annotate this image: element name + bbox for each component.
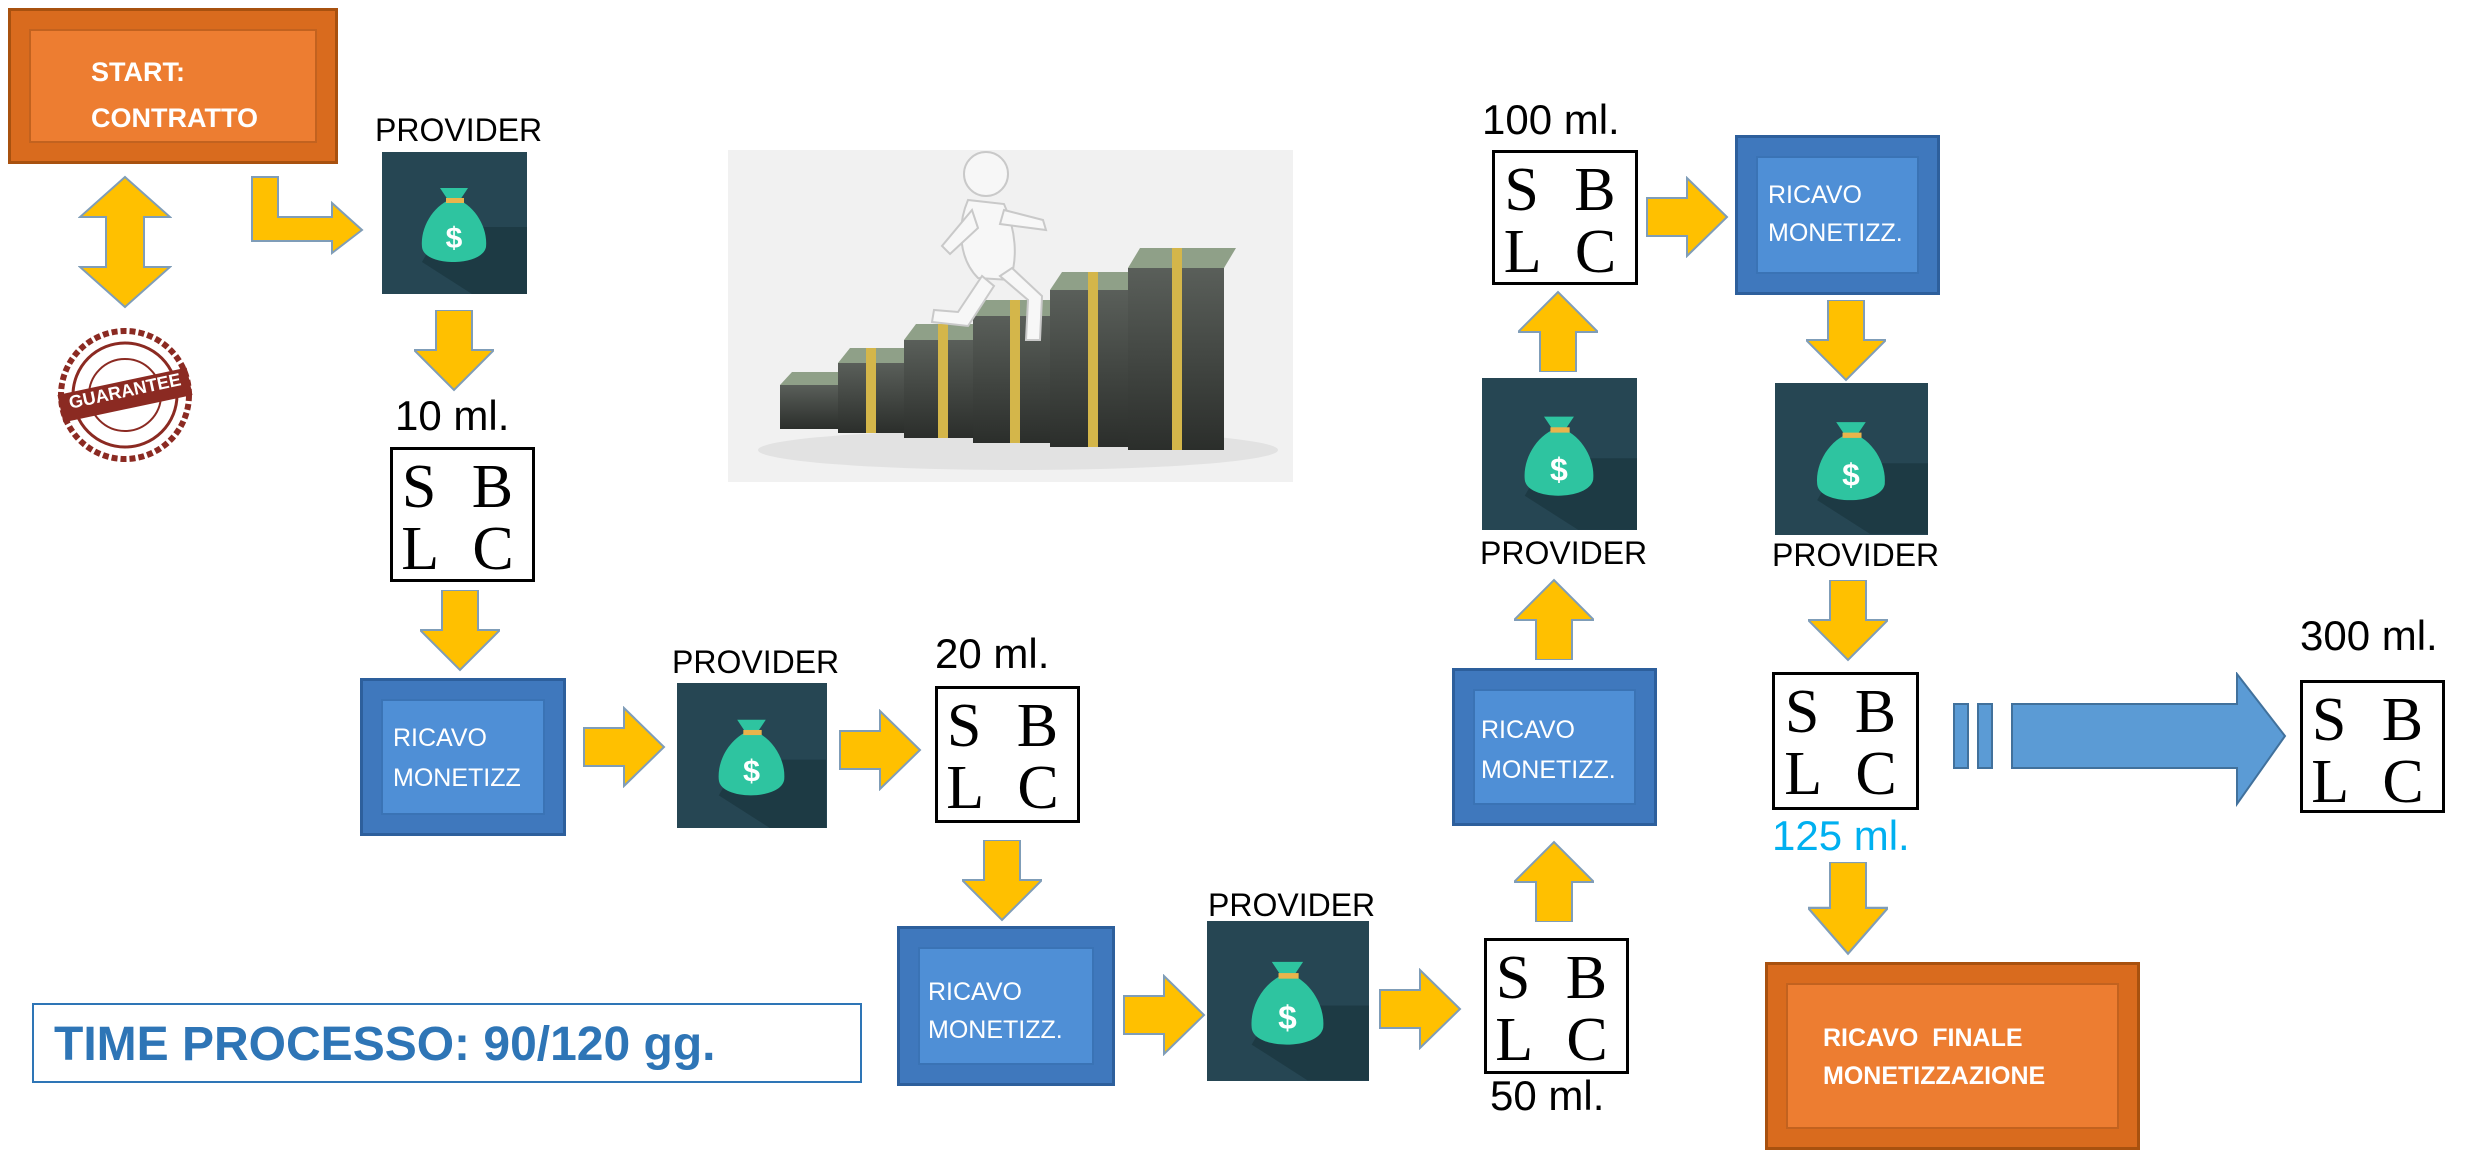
- sblc-line2: L C: [946, 754, 1069, 822]
- down-arrow-icon: [962, 840, 1042, 921]
- right-arrow-icon: [839, 709, 922, 791]
- amount-50-label: 50 ml.: [1490, 1072, 1605, 1119]
- sblc-line1: S B: [1784, 678, 1907, 746]
- sblc-line2: L C: [1784, 740, 1907, 808]
- striped-right-arrow-icon: [1953, 672, 2287, 808]
- time-process-box: TIME PROCESSO: 90/120 gg.: [32, 1003, 862, 1083]
- sblc-line2: L C: [1503, 218, 1627, 286]
- ricavo-4-line2: MONETIZZ.: [1768, 219, 1903, 247]
- right-arrow-icon: [583, 706, 666, 788]
- ricavo-monetizz-box-3: RICAVO MONETIZZ.: [1452, 668, 1657, 826]
- up-arrow-icon: [1514, 841, 1594, 922]
- ricavo-1-line1: RICAVO: [393, 724, 487, 752]
- guarantee-seal-icon: GUARANTEE: [55, 325, 195, 465]
- sblc-box-50: S B L C: [1484, 938, 1629, 1074]
- down-arrow-icon: [414, 310, 494, 391]
- svg-text:$: $: [1550, 452, 1568, 488]
- amount-300-label: 300 ml.: [2300, 612, 2438, 659]
- up-arrow-icon: [1518, 291, 1598, 372]
- money-stairs-image: [728, 150, 1293, 482]
- svg-text:$: $: [1842, 456, 1860, 492]
- provider-money-bag-icon: $: [1775, 383, 1928, 535]
- down-arrow-icon: [1808, 580, 1888, 661]
- sblc-line1: S B: [946, 692, 1069, 760]
- provider-money-bag-icon: $: [1482, 378, 1637, 530]
- sblc-line1: S B: [1495, 944, 1618, 1012]
- provider-money-bag-icon: $: [382, 152, 527, 294]
- ricavo-monetizz-box-1: RICAVO MONETIZZ: [360, 678, 566, 836]
- down-arrow-icon: [1806, 300, 1886, 381]
- right-arrow-icon: [1646, 176, 1729, 258]
- amount-10-label: 10 ml.: [395, 392, 510, 439]
- ricavo-3-line1: RICAVO: [1481, 716, 1575, 744]
- sblc-box-300: S B L C: [2300, 680, 2445, 813]
- provider-label-4: PROVIDER: [1480, 535, 1648, 571]
- amount-100-label: 100 ml.: [1482, 96, 1620, 143]
- start-box-line2: CONTRATTO: [91, 103, 258, 133]
- provider-label-2: PROVIDER: [672, 644, 840, 680]
- ricavo-1-line2: MONETIZZ: [393, 764, 521, 792]
- provider-money-bag-icon: $: [1207, 921, 1369, 1081]
- ricavo-3-line2: MONETIZZ.: [1481, 756, 1616, 784]
- svg-text:$: $: [743, 754, 760, 788]
- provider-label-5: PROVIDER: [1772, 537, 1940, 573]
- sblc-line1: S B: [2311, 686, 2434, 754]
- final-monetization-box: RICAVO FINALE MONETIZZAZIONE: [1765, 962, 2140, 1150]
- amount-20-label: 20 ml.: [935, 630, 1050, 677]
- provider-label-3: PROVIDER: [1208, 887, 1376, 923]
- svg-text:$: $: [1278, 1000, 1297, 1037]
- right-arrow-icon: [1379, 968, 1462, 1050]
- ricavo-monetizz-box-4: RICAVO MONETIZZ.: [1735, 135, 1940, 295]
- down-arrow-icon: [420, 590, 500, 671]
- final-box-line1: RICAVO FINALE: [1823, 1024, 2023, 1052]
- sblc-line2: L C: [2311, 748, 2434, 816]
- sblc-line2: L C: [1495, 1006, 1618, 1074]
- up-arrow-icon: [1514, 579, 1594, 660]
- ricavo-4-line1: RICAVO: [1768, 181, 1862, 209]
- start-contract-box: START: CONTRATTO: [8, 8, 338, 164]
- elbow-arrow-icon: [251, 176, 364, 255]
- amount-125-label: 125 ml.: [1772, 812, 1910, 859]
- right-arrow-icon: [1123, 974, 1206, 1056]
- ricavo-2-line2: MONETIZZ.: [928, 1016, 1063, 1044]
- sblc-box-100: S B L C: [1492, 150, 1638, 285]
- sblc-box-125: S B L C: [1772, 672, 1919, 810]
- sblc-line1: S B: [1504, 156, 1626, 224]
- ricavo-monetizz-box-2: RICAVO MONETIZZ.: [897, 926, 1115, 1086]
- provider-money-bag-icon: $: [677, 683, 827, 828]
- sblc-line2: L C: [401, 515, 524, 583]
- sblc-box-20: S B L C: [935, 686, 1080, 823]
- sblc-line1: S B: [401, 453, 524, 521]
- provider-label-1: PROVIDER: [375, 112, 543, 148]
- double-arrow-icon: [78, 175, 172, 309]
- sblc-box-10: S B L C: [390, 447, 535, 582]
- final-box-line2: MONETIZZAZIONE: [1823, 1062, 2046, 1090]
- ricavo-2-line1: RICAVO: [928, 978, 1022, 1006]
- down-arrow-icon: [1808, 862, 1888, 955]
- svg-text:$: $: [446, 222, 463, 255]
- time-process-label: TIME PROCESSO: 90/120 gg.: [54, 1018, 716, 1071]
- start-box-line1: START:: [91, 57, 185, 87]
